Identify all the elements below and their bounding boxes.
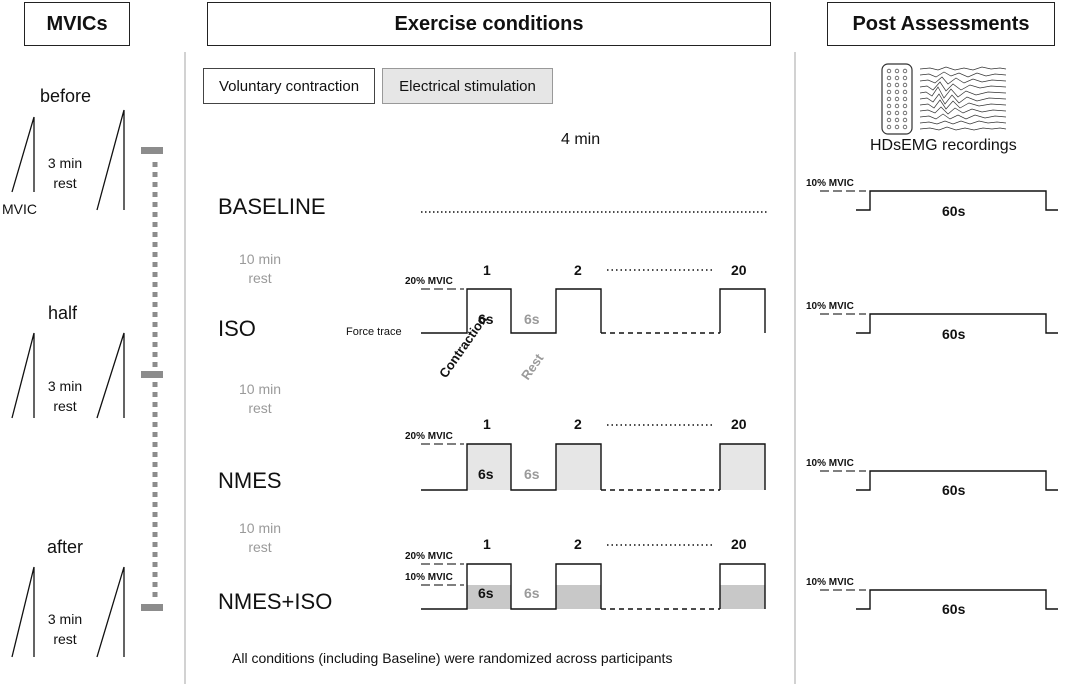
nmesiso-mvic10-label: 10% MVIC: [405, 572, 453, 583]
post-1-duration: 60s: [942, 203, 966, 219]
nmesiso-rest-time: 6s: [524, 585, 540, 601]
rest-block-3-bottom: rest: [248, 539, 272, 555]
iso-rep-2: 2: [574, 262, 582, 278]
legend-voluntary: Voluntary contraction: [203, 68, 375, 104]
nmes-mvic20-label: 20% MVIC: [405, 431, 453, 442]
hdsemg-electrode-icon: [881, 63, 913, 135]
condition-nmes: NMES: [218, 468, 282, 493]
timeline-cap-bottom: [141, 604, 163, 611]
rest-block-1: 10 min rest: [230, 250, 290, 288]
post-2-mvic10: 10% MVIC: [806, 301, 854, 312]
nmesiso-contraction-time: 6s: [478, 585, 494, 601]
exercise-header-label: Exercise conditions: [394, 12, 584, 35]
rest-block-3: 10 min rest: [230, 519, 290, 557]
rest-block-1-bottom: rest: [248, 270, 272, 286]
iso-contraction-time: 6s: [478, 311, 494, 327]
nmesiso-rep-20: 20: [731, 536, 747, 552]
iso-trace: [421, 269, 766, 334]
hdsemg-label: HDsEMG recordings: [870, 137, 1017, 154]
timeline-cap-middle: [141, 371, 163, 378]
post-4-mvic10: 10% MVIC: [806, 577, 854, 588]
mvic-ramp-half-2: [96, 332, 125, 419]
nmes-trace: [421, 424, 766, 491]
nmes-iso-trace: [421, 544, 766, 610]
rest-block-3-top: 10 min: [238, 520, 282, 536]
mvic-rest-after: 3 min rest: [44, 609, 86, 649]
mvic-half-label: half: [48, 303, 78, 323]
post-trace-4: [820, 589, 1058, 610]
emg-signals-icon: [919, 66, 1007, 131]
nmesiso-rep-2: 2: [574, 536, 582, 552]
exercise-header: Exercise conditions: [207, 2, 771, 46]
condition-iso: ISO: [218, 316, 256, 341]
nmesiso-rep-1: 1: [483, 536, 491, 552]
iso-rep-1: 1: [483, 262, 491, 278]
post-3-mvic10: 10% MVIC: [806, 458, 854, 469]
nmes-rep-20: 20: [731, 416, 747, 432]
nmes-rep-1: 1: [483, 416, 491, 432]
legend-electrical: Electrical stimulation: [382, 68, 553, 104]
mvic-rest-half: 3 min rest: [44, 376, 86, 416]
mvics-header: MVICs: [24, 2, 130, 46]
timeline-bar: [141, 147, 163, 611]
rest-block-2-top: 10 min: [238, 381, 282, 397]
nmes-rep-2: 2: [574, 416, 582, 432]
force-trace-label: Force trace: [346, 326, 402, 338]
rest-block-2-bottom: rest: [248, 400, 272, 416]
nmes-contraction-time: 6s: [478, 466, 494, 482]
post-trace-2: [820, 313, 1058, 334]
mvic-ramp-before-2: [96, 109, 125, 211]
mvic-rest-after-bottom: rest: [53, 631, 77, 647]
mvic-ramp-before-1: [11, 116, 35, 193]
nmes-rest-time: 6s: [524, 466, 540, 482]
iso-rep-20: 20: [731, 262, 747, 278]
duration-label: 4 min: [561, 131, 601, 148]
mvic-ramp-half-1: [11, 332, 35, 419]
timeline-cap-top: [141, 147, 163, 154]
iso-rest-time: 6s: [524, 311, 540, 327]
post-3-duration: 60s: [942, 482, 966, 498]
post-traces: [820, 190, 1058, 610]
nmesiso-mvic20-label: 20% MVIC: [405, 551, 453, 562]
mvic-rest-half-top: 3 min: [47, 378, 83, 394]
post-4-duration: 60s: [942, 601, 966, 617]
post-trace-1: [820, 190, 1058, 211]
legend-voluntary-label: Voluntary contraction: [218, 77, 360, 95]
condition-nmes-iso: NMES+ISO: [218, 589, 333, 614]
mvic-rest-before-top: 3 min: [47, 155, 83, 171]
mvic-ramp-label: MVIC: [2, 201, 37, 217]
post-trace-3: [820, 470, 1058, 491]
mvic-rest-before: 3 min rest: [44, 153, 86, 193]
mvic-rest-before-bottom: rest: [53, 175, 77, 191]
footnote: All conditions (including Baseline) were…: [232, 650, 673, 666]
rest-block-1-top: 10 min: [238, 251, 282, 267]
mvic-after-label: after: [47, 537, 84, 557]
post-1-mvic10: 10% MVIC: [806, 178, 854, 189]
legend-electrical-label: Electrical stimulation: [399, 77, 536, 95]
iso-mvic20-label: 20% MVIC: [405, 276, 453, 287]
mvic-ramps: [11, 109, 125, 658]
mvic-ramp-after-1: [11, 566, 35, 658]
mvics-header-label: MVICs: [46, 12, 108, 35]
mvic-rest-after-top: 3 min: [47, 611, 83, 627]
condition-baseline: BASELINE: [218, 194, 326, 219]
post-header-label: Post Assessments: [852, 12, 1030, 35]
post-2-duration: 60s: [942, 326, 966, 342]
post-header: Post Assessments: [827, 2, 1055, 46]
mvic-ramp-after-2: [96, 566, 125, 658]
mvic-before-label: before: [40, 86, 92, 106]
mvic-rest-half-bottom: rest: [53, 398, 77, 414]
rest-block-2: 10 min rest: [230, 380, 290, 418]
